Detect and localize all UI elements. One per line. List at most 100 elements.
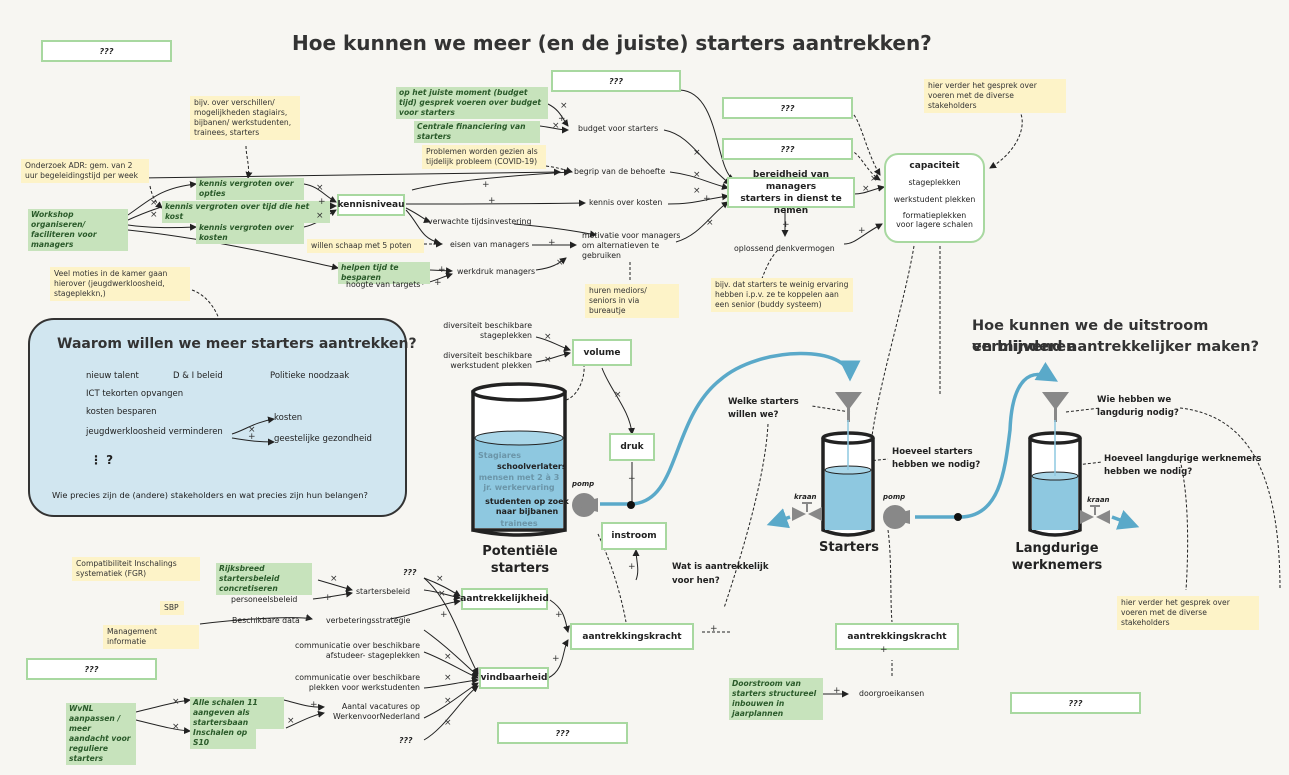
sign-x: ×	[444, 718, 452, 728]
sign-x: ×	[544, 332, 552, 342]
panel-kosten: kosten	[274, 413, 303, 423]
pump-2	[883, 505, 910, 529]
caption-long-term: Langdurige werknemers	[1005, 540, 1109, 574]
node-instroom[interactable]: instroom	[601, 522, 667, 550]
sign-plus: +	[880, 645, 888, 655]
node-kennisniveau[interactable]: kennisniveau	[337, 194, 405, 216]
label-oplossend: oplossend denkvermogen	[734, 244, 835, 253]
sign-plus: +	[440, 610, 448, 620]
label-budget: budget voor starters	[578, 124, 659, 133]
unknown-box[interactable]: ???	[26, 658, 157, 680]
unknown-box[interactable]: ???	[1010, 692, 1141, 714]
sign-x: ×	[556, 258, 564, 268]
note-mgmt: Management informatie	[103, 625, 199, 649]
unknown-box[interactable]: ???	[551, 70, 681, 92]
caption-pot-1: Potentiële	[482, 544, 558, 559]
note-verder-2: hier verder het gesprek over voeren met …	[1117, 596, 1259, 630]
tank-starters	[821, 392, 875, 537]
label-beschikbare-data: Beschikbare data	[232, 616, 300, 625]
action-juiste-moment: op het juiste moment (budget tijd) gespr…	[396, 87, 548, 119]
label-startersbeleid: startersbeleid	[356, 587, 411, 596]
unknown-box[interactable]: ???	[497, 722, 628, 744]
sign-x: ×	[862, 184, 870, 194]
sign-plus: +	[248, 432, 256, 442]
sign-x: ×	[438, 589, 446, 599]
label-begrip: begrip van de behoefte	[574, 167, 666, 176]
label-verwachte: verwachte tijdsinvestering	[428, 217, 532, 226]
tank-long-term	[1028, 392, 1082, 537]
node-volume[interactable]: volume	[572, 339, 632, 366]
subtitle-line-1: Hoe kunnen we de uitstroom verminderen	[972, 318, 1209, 355]
sign-x: ×	[552, 121, 560, 131]
node-bereidheid[interactable]: bereidheid van managers starters in dien…	[727, 170, 855, 216]
why-panel	[28, 318, 407, 517]
sign-x: ×	[172, 697, 180, 707]
sign-x: ×	[444, 673, 452, 683]
caption-pot-2: starters	[490, 561, 550, 576]
caption-starters: Starters	[819, 540, 879, 555]
node-druk[interactable]: druk	[609, 433, 655, 461]
sign-x: ×	[614, 390, 622, 400]
node-aantrekkingskracht[interactable]: aantrekkingskracht	[570, 623, 694, 650]
note-verder-1: hier verder het gesprek over voeren met …	[924, 79, 1066, 113]
pipe-junction	[954, 513, 962, 521]
action-rijksbreed: Rijksbreed startersbeleid concretiseren	[216, 563, 312, 595]
connectors	[127, 89, 885, 741]
label-motivatie: motivatie voor managers om alternatieven…	[582, 231, 681, 260]
node-aantrekkingskracht-2[interactable]: aantrekkingskracht	[835, 623, 959, 650]
sign-x: ×	[560, 101, 568, 111]
unknown-box[interactable]: ???	[722, 138, 853, 160]
note-sbp: SBP	[160, 601, 184, 615]
sign-plus: +	[438, 265, 446, 275]
unknown-box[interactable]: ???	[722, 97, 853, 119]
sign-plus: +	[552, 654, 560, 664]
node-capaciteit[interactable]: capaciteit stageplekken werkstudent plek…	[884, 153, 985, 243]
action-kv-kosten: kennis vergroten over kosten	[196, 222, 304, 244]
action-workshop: Workshop organiseren/ faciliteren voor m…	[28, 209, 128, 251]
sign-x: ×	[706, 218, 714, 228]
caption-lang-1: Langdurige	[1015, 541, 1099, 556]
sign-plus: +	[548, 238, 556, 248]
unknown-box[interactable]: ???	[41, 40, 172, 62]
sign-x: ×	[150, 210, 158, 220]
label-werkdruk: werkdruk managers	[457, 267, 536, 276]
sign-x: ×	[287, 716, 295, 726]
tank-potential-starters	[471, 382, 567, 537]
action-wvnl: WvNL aanpassen / meer aandacht voor regu…	[66, 703, 136, 765]
tank-studenten-2: naar bijbanen	[495, 507, 559, 516]
tank-schoolverlaters: schoolverlaters	[497, 462, 567, 471]
sign-x: ×	[870, 174, 878, 184]
panel-title: Waarom willen we meer starters aantrekke…	[57, 336, 417, 352]
tap-1	[792, 502, 822, 521]
note-bijv-verschillen: bijv. over verschillen/ mogelijkheden st…	[190, 96, 300, 140]
label-personeel: personeelsbeleid	[231, 595, 298, 604]
panel-kosten-besparen: kosten besparen	[86, 407, 157, 417]
action-kv-opties: kennis vergroten over opties	[196, 178, 304, 200]
sign-plus: +	[310, 700, 318, 710]
note-problemen: Problemen worden gezien als tijdelijk pr…	[422, 145, 546, 169]
sign-plus: +	[703, 194, 711, 204]
node-bereidheid-line2: starters in dienst te nemen	[740, 193, 842, 216]
sign-plus: +	[833, 686, 841, 696]
panel-politiek: Politieke noodzaak	[270, 371, 350, 381]
sign-plus: +	[628, 562, 636, 572]
caption-lang-2: werknemers	[1011, 558, 1103, 573]
panel-jeugd: jeugdwerkloosheid verminderen	[86, 427, 223, 437]
sign-plus: +	[488, 196, 496, 206]
panel-nieuw: nieuw talent	[86, 371, 139, 381]
question-hoeveel: Hoeveel starters hebben we nodig?	[892, 447, 981, 470]
node-vindbaarheid[interactable]: vindbaarheid	[479, 667, 549, 689]
action-inschalen: Inschalen op S10	[190, 727, 256, 749]
sign-x: ×	[693, 170, 701, 180]
panel-arrows	[231, 416, 275, 446]
sign-plus: +	[324, 593, 332, 603]
question-hoeveel-lang: Hoeveel langdurige werknemers hebben we …	[1104, 454, 1262, 477]
node-aantrekkelijkheid[interactable]: aantrekkelijkheid	[460, 588, 549, 610]
label-vacatures: Aantal vacatures op WerkenvoorNederland	[332, 702, 420, 721]
sign-plus: +	[858, 226, 866, 236]
note-compat: Compatibiliteit Inschalings systematiek …	[72, 557, 200, 581]
note-huren: huren mediors/ seniors in via bureautje	[585, 284, 679, 318]
sign-plus: +	[303, 614, 311, 624]
sign-x: ×	[693, 148, 701, 158]
